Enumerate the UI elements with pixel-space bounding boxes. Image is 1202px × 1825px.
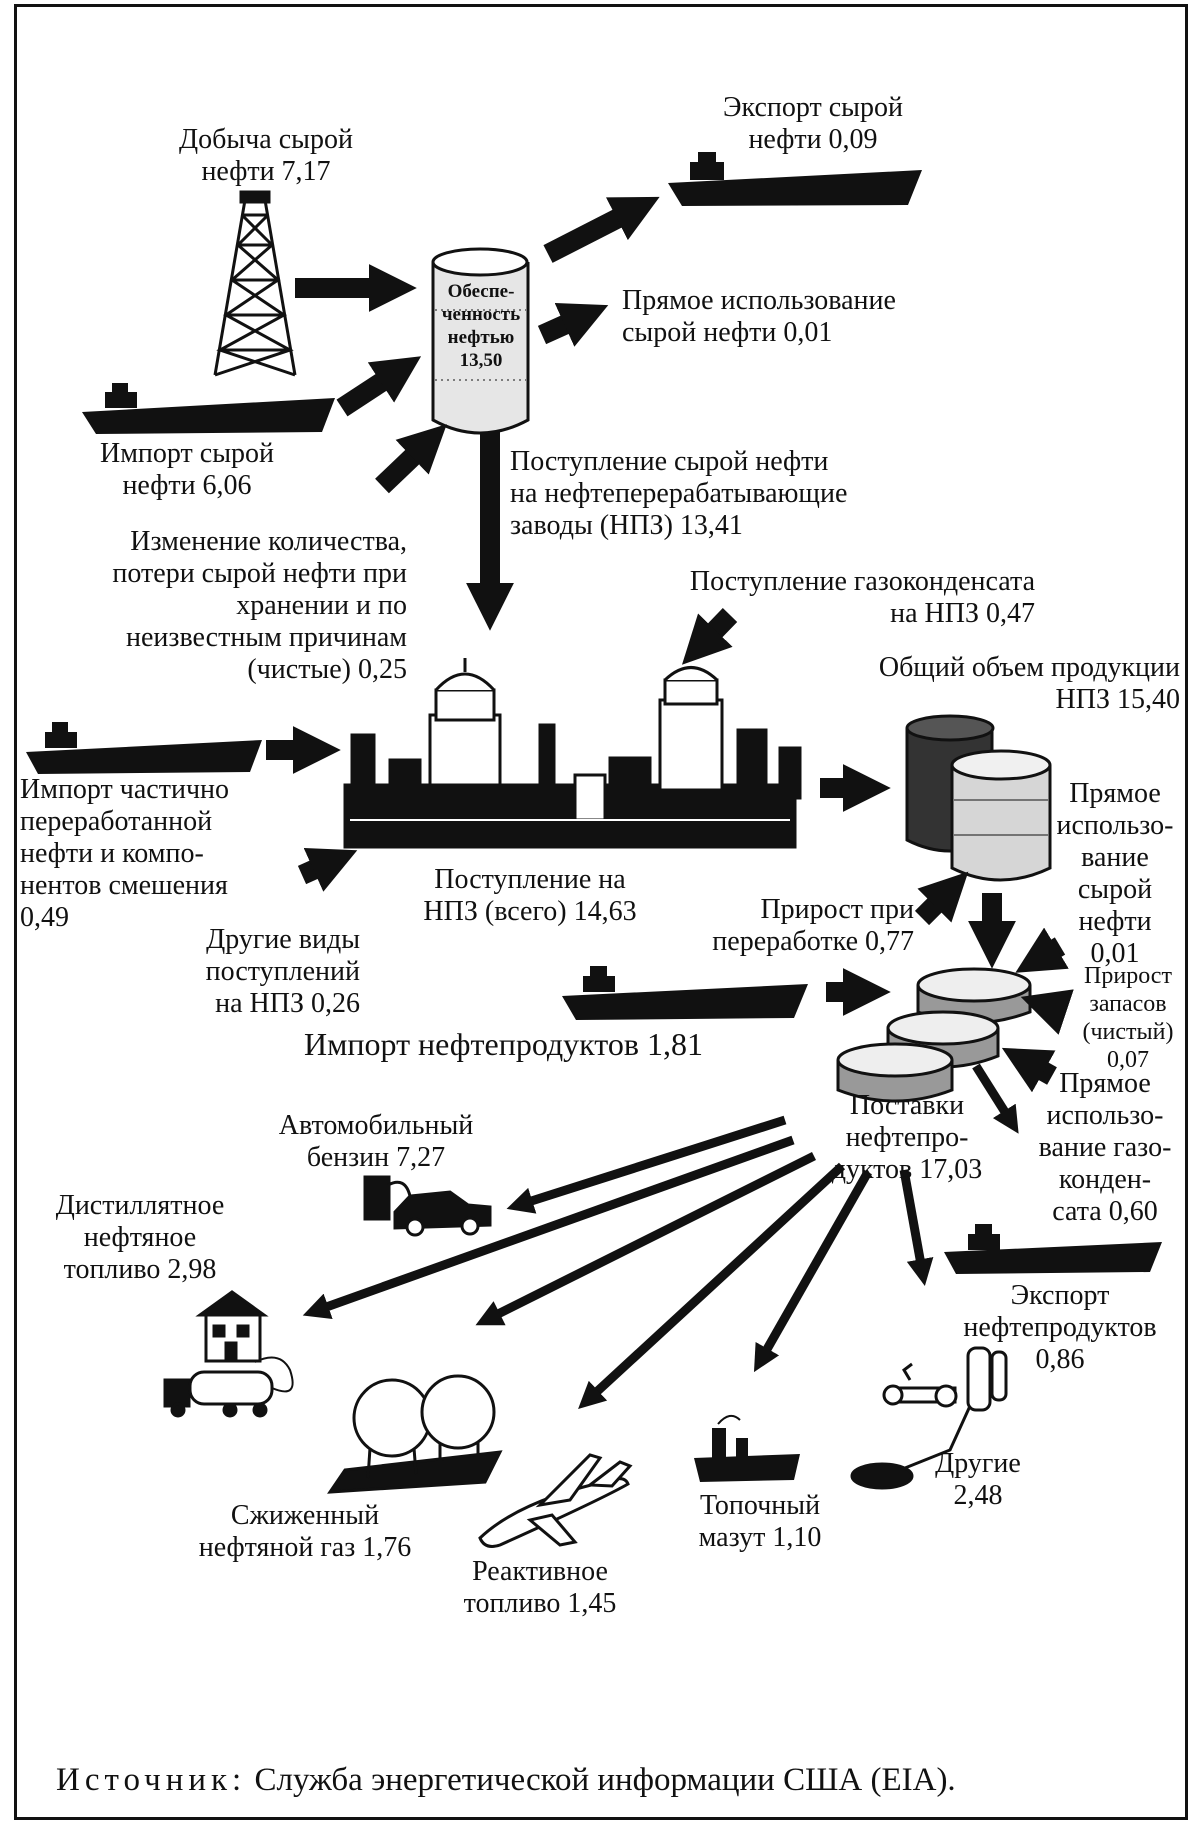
label-refinery-input-crude: Поступление сырой нефти на нефтеперераба…	[510, 446, 848, 541]
crude-export-tanker-icon	[668, 152, 922, 206]
refinery-output-barrels-icon	[905, 714, 1052, 882]
arrow-import-to-supply	[336, 356, 422, 417]
product-import-tanker-icon	[562, 966, 808, 1020]
arrow-to-other	[899, 1169, 934, 1286]
source-note: Источник: Служба энергетической информац…	[56, 1762, 956, 1799]
label-residual: Топочный мазут 1,10	[698, 1490, 822, 1553]
label-refinery-output: Общий объем продукции НПЗ 15,40	[878, 652, 1180, 715]
product-export-tanker-icon	[944, 1224, 1162, 1274]
label-product-export: Экспорт нефтепродуктов 0,86	[963, 1280, 1157, 1375]
refinery-icon	[343, 658, 802, 849]
label-product-supply: Поставки нефтепро- дуктов 17,03	[831, 1090, 983, 1185]
crude-import-tanker-icon	[82, 383, 335, 434]
arrow-to-residual	[753, 1169, 872, 1373]
label-crude-direct-use: Прямое использование сырой нефти 0,01	[622, 285, 896, 348]
arrow-to-distillate	[302, 1135, 795, 1320]
arrow-to-gasoline	[506, 1115, 787, 1214]
arrow-to-jet	[578, 1162, 846, 1409]
arrow-gain-to-output	[914, 871, 969, 926]
label-crude-export: Экспорт сырой нефти 0,09	[723, 92, 903, 155]
crude-supply-drum-icon	[431, 247, 530, 435]
label-jet-fuel: Реактивное топливо 1,45	[463, 1556, 617, 1619]
distribution-arrows	[302, 1063, 1019, 1409]
oil-derrick-icon	[213, 190, 297, 377]
label-processing-gain: Прирост при переработке 0,77	[712, 894, 914, 957]
house-truck-icon	[163, 1290, 294, 1418]
source-text: Служба энергетической информации США (EI…	[246, 1762, 956, 1798]
flow-arrows	[266, 196, 1074, 1093]
label-stock-increase: Прирост запасов (чистый) 0,07	[1082, 963, 1174, 1073]
other-products-plant-icon	[850, 1346, 1008, 1490]
gasoline-car-icon	[363, 1175, 492, 1237]
label-product-import: Импорт нефтепродуктов 1,81	[304, 1026, 703, 1062]
arrow-stockchange-to-supply	[375, 424, 447, 494]
label-ngl-direct-use: Прямое использо- вание газо- конден- сат…	[1038, 1068, 1172, 1227]
label-other-inputs: Другие виды поступлений на НПЗ 0,26	[205, 924, 360, 1019]
label-stock-change: Изменение количества, потери сырой нефти…	[112, 526, 407, 685]
jet-airplane-icon	[478, 1453, 633, 1548]
arrow-to-lpg	[475, 1151, 817, 1326]
arrow-ngl-use-to-supply	[1001, 1047, 1057, 1093]
label-ngl-input: Поступление газоконденсата на НПЗ 0,47	[689, 566, 1035, 629]
label-crude-import: Импорт сырой нефти 6,06	[99, 438, 274, 501]
arrow-crudeuse-to-supply	[1015, 927, 1069, 973]
label-lpg: Сжиженный нефтяной газ 1,76	[198, 1500, 412, 1563]
label-crude-production: Добыча сырой нефти 7,17	[179, 124, 353, 187]
label-other: Другие 2,48	[935, 1448, 1021, 1511]
unfinished-import-tanker-icon	[26, 722, 262, 774]
label-distillate: Дистиллятное нефтяное топливо 2,98	[55, 1190, 225, 1285]
product-supply-discs-icon	[836, 967, 1032, 1103]
label-crude-direct-use-2: Прямое использо- вание сырой нефти 0,01	[1056, 778, 1174, 969]
lpg-spheres-icon	[327, 1374, 503, 1494]
source-prefix: Источник:	[56, 1762, 247, 1798]
label-refinery-input-total: Поступление на НПЗ (всего) 14,63	[423, 864, 637, 927]
diagram-frame	[14, 4, 1188, 1820]
residual-fuel-ship-icon	[694, 1414, 800, 1482]
arrow-supply-to-directuse	[537, 302, 609, 347]
arrow-stocks-to-supply	[1020, 989, 1074, 1035]
label-unfinished-import: Импорт частично переработанной нефти и к…	[20, 774, 230, 933]
label-crude-supply: Обеспе- ченность нефтью 13,50	[441, 281, 521, 371]
label-gasoline: Автомобильный бензин 7,27	[278, 1110, 474, 1173]
arrow-supply-to-export	[543, 196, 660, 263]
arrow-other-to-refinery	[297, 847, 358, 892]
arrow-to-export	[972, 1063, 1019, 1134]
arrow-ngl-to-refinery	[681, 608, 738, 665]
